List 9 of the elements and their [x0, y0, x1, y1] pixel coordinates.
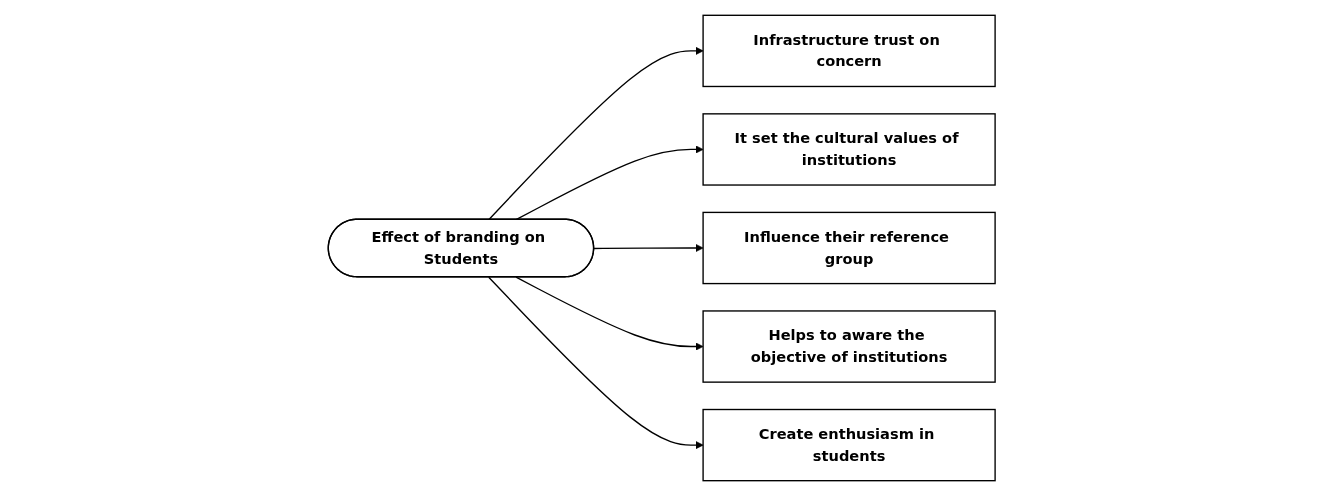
- node-box: Infrastructure trust on concern: [702, 14, 997, 87]
- node-box: It set the cultural values of institutions: [702, 112, 997, 186]
- arrow: [488, 276, 704, 449]
- arrow: [515, 276, 704, 351]
- arrow: [593, 243, 704, 252]
- arrow: [488, 46, 704, 220]
- node-box: Influence their reference group: [702, 211, 997, 284]
- node-box: Helps to aware the objective of institutions: [702, 309, 997, 383]
- node-box: Create enthusiasm in students: [702, 408, 997, 481]
